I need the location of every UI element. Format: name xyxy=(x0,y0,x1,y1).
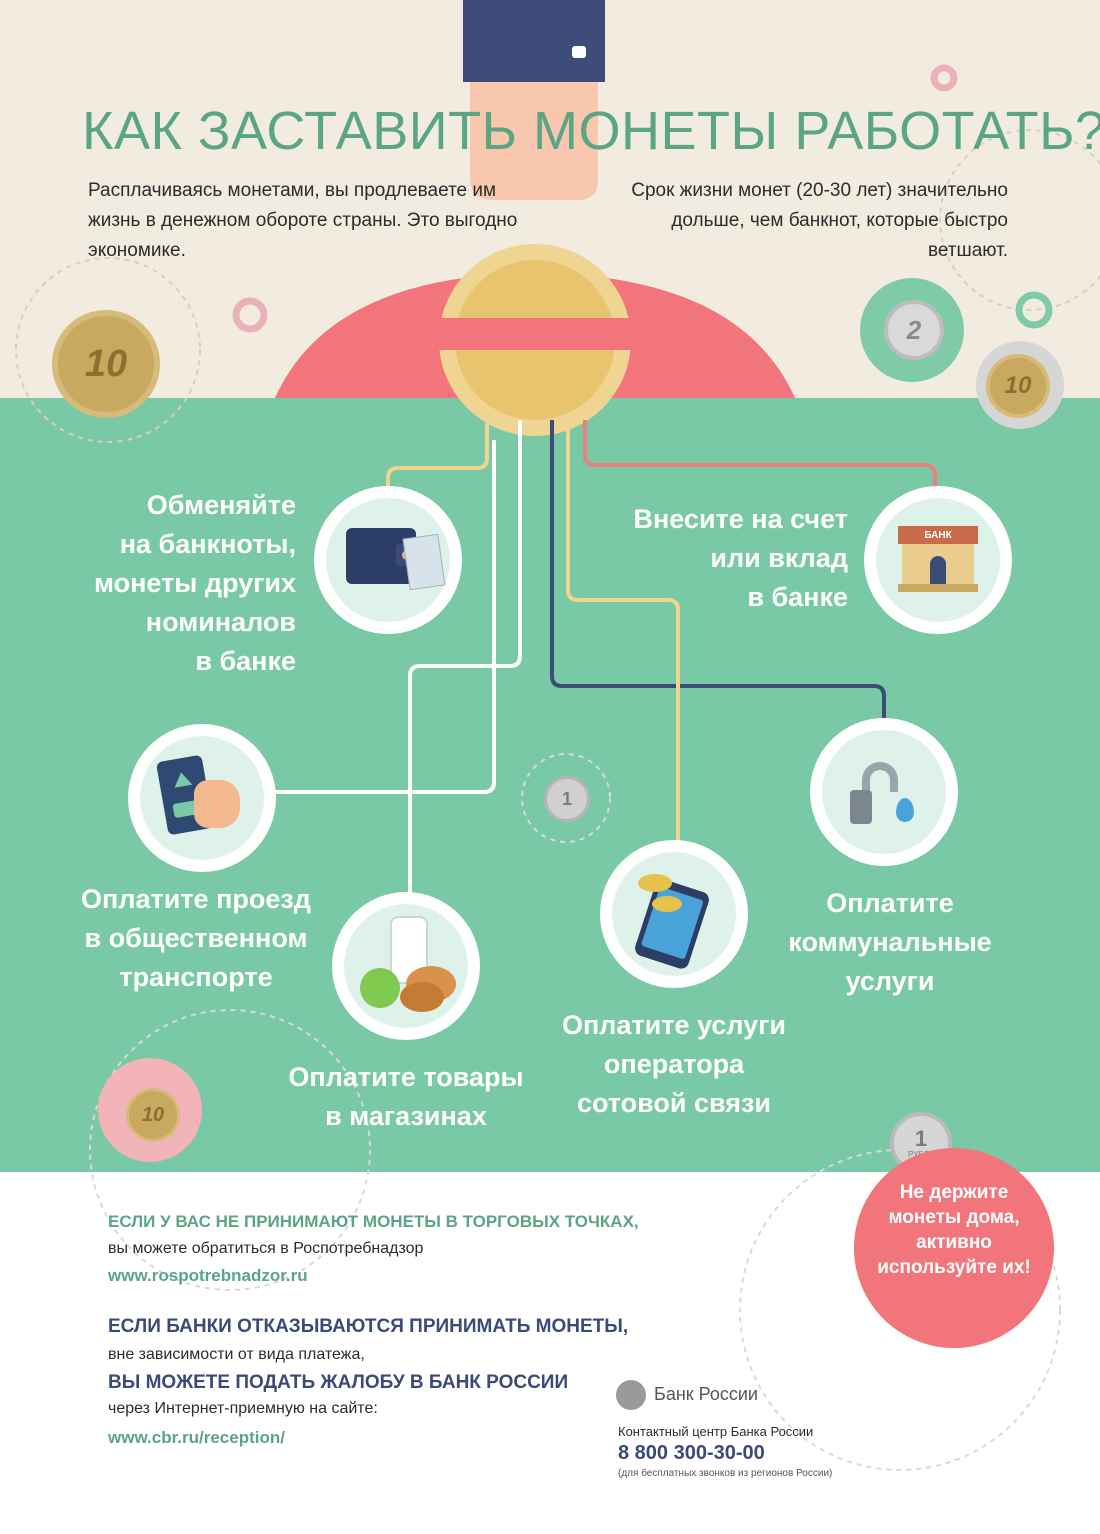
option-transport-circle xyxy=(132,728,272,868)
bank-icon: БАНК xyxy=(898,526,978,592)
connector-lines xyxy=(272,420,937,896)
coin-10-icon: 10 xyxy=(52,310,160,418)
small-gear-icon xyxy=(1015,291,1053,329)
banks-heading: ЕСЛИ БАНКИ ОТКАЗЫВАЮТСЯ ПРИНИМАТЬ МОНЕТЫ… xyxy=(108,1316,629,1337)
hand-icon xyxy=(194,780,240,828)
option-mobile-label: Оплатите услуги оператора сотовой связи xyxy=(561,1010,787,1118)
small-gear-icon xyxy=(232,64,958,333)
banknotes-icon xyxy=(402,533,446,591)
contact-phone[interactable]: 8 800 300-30-00 xyxy=(618,1442,765,1464)
option-deposit-circle: БАНК xyxy=(868,490,1008,630)
coin-icon xyxy=(430,244,642,436)
coins-icon xyxy=(652,896,682,912)
coin-10-icon: 10 xyxy=(986,354,1050,418)
option-mobile-circle xyxy=(604,844,744,984)
gear-icon xyxy=(15,129,1100,443)
eagle-emblem-icon xyxy=(616,1380,646,1410)
option-deposit-label: Внесите на счет или вклад в банке xyxy=(633,504,848,612)
coin-value: 2 xyxy=(906,314,922,345)
coin-value: 1 xyxy=(914,1125,928,1151)
bank-name: Банк России xyxy=(654,1384,758,1404)
hand-icon xyxy=(463,0,605,200)
complaint-text: через Интернет-приемную на сайте: xyxy=(108,1400,378,1417)
callout-text: Не держите монеты дома, активно использу… xyxy=(877,1182,1031,1278)
page-title: КАК ЗАСТАВИТЬ МОНЕТЫ РАБОТАТЬ? xyxy=(82,101,1100,161)
info-shops: ЕСЛИ У ВАС НЕ ПРИНИМАЮТ МОНЕТЫ В ТОРГОВЫ… xyxy=(108,1212,708,1286)
option-utilities-label: Оплатите коммунальные услуги xyxy=(788,888,992,996)
shops-heading: ЕСЛИ У ВАС НЕ ПРИНИМАЮТ МОНЕТЫ В ТОРГОВЫ… xyxy=(108,1212,639,1231)
coin-value: 10 xyxy=(1004,372,1032,399)
water-tap-icon xyxy=(844,752,924,832)
coin-1-icon: 1 xyxy=(544,776,590,822)
coin-10-icon: 10 xyxy=(126,1088,180,1142)
callout-circle xyxy=(854,1148,1054,1348)
intro-right-text: Срок жизни монет (20-30 лет) значительно… xyxy=(631,180,1008,261)
contact-label: Контактный центр Банка России xyxy=(618,1424,814,1439)
complaint-link[interactable]: www.cbr.ru/reception/ xyxy=(108,1428,285,1447)
contact-phone-note: (для бесплатных звонков из регионов Росс… xyxy=(618,1468,833,1479)
shops-text: вы можете обратиться в Роспотребнадзор xyxy=(108,1240,424,1257)
option-exchange-circle xyxy=(318,490,458,630)
coin-value: 10 xyxy=(84,342,128,385)
intro-left-text: Расплачиваясь монетами, вы продлеваете и… xyxy=(88,180,518,261)
coin-value: 1 xyxy=(561,788,572,809)
option-exchange-label: Обменяйте на банкноты, монеты других ном… xyxy=(93,490,296,676)
option-shops-label: Оплатите товары в магазинах xyxy=(288,1062,524,1131)
option-shops-circle xyxy=(336,896,476,1036)
groceries-icon xyxy=(354,916,464,1016)
option-utilities-circle xyxy=(814,722,954,862)
bank-sign: БАНК xyxy=(924,529,952,541)
shops-link[interactable]: www.rospotrebnadzor.ru xyxy=(108,1266,308,1285)
info-banks: ЕСЛИ БАНКИ ОТКАЗЫВАЮТСЯ ПРИНИМАТЬ МОНЕТЫ… xyxy=(108,1316,708,1448)
coins-icon xyxy=(638,874,672,892)
option-transport-label: Оплатите проезд в общественном транспорт… xyxy=(81,884,311,992)
coin-value: 10 xyxy=(141,1103,165,1126)
complaint-heading: ВЫ МОЖЕТЕ ПОДАТЬ ЖАЛОБУ В БАНК РОССИИ xyxy=(108,1372,569,1393)
banks-text: вне зависимости от вида платежа, xyxy=(108,1346,365,1363)
coin-2-icon: 2 xyxy=(884,300,944,360)
